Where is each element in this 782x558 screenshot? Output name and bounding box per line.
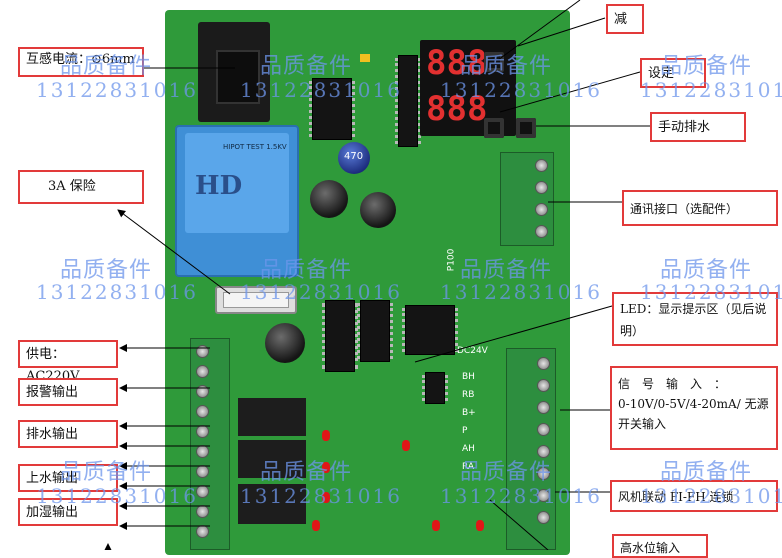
led [402,440,410,451]
display-digits: 888 [426,43,488,83]
signal-input-line: 信 号 输 入 ： [618,377,727,391]
pin-label: BH [462,372,475,382]
manual-drain-button[interactable] [516,118,536,138]
led [322,492,330,503]
high-level-label: 高水位输入 [612,534,708,558]
capacitor: 470 [338,142,370,174]
capacitor [310,180,348,218]
led [312,520,320,531]
pin-label: RA [462,462,475,472]
capacitor [360,192,396,228]
comm-port-label: 通讯接口（选配件） [622,190,778,226]
transformer-text: HIPOT TEST 1.5KV [223,143,287,151]
pin-label: RB [462,390,475,400]
cap-label: 470 [344,151,364,162]
led [322,462,330,473]
current-transformer [198,22,270,122]
led-area-label: LED：显示提示区（见后说明） [612,292,778,346]
pin-label: P [462,426,468,436]
display-digits: 888 [426,89,488,129]
voltage-regulator [309,78,355,140]
decrease-label: 减 [606,4,644,34]
alarm-output-label: 报警输出 [18,378,118,406]
signal-terminal-block [506,348,556,550]
pin-label: B+ [462,408,476,418]
decrease-button[interactable] [484,52,504,72]
ic-chip [422,372,448,404]
relay [238,484,306,524]
dc24v-label: DC24V [457,346,488,356]
relay [238,440,306,478]
pin-label: AH [462,444,475,454]
signal-input-line: 0-10V/0-5V/4-20mA/ 无源开关输入 [618,397,769,431]
power-supply-label: 供电：AC220V [18,340,118,384]
comm-terminal-block [500,152,554,246]
fan-interlock-label: 风机联动 FI-FH 连锁 [610,480,778,512]
smd-led [360,54,370,62]
ct-current-label: 互感电流：⊙6mm [18,47,144,77]
manual-drain-label: 手动排水 [650,112,746,142]
led [322,430,330,441]
setting-label: 设定 [640,58,706,88]
fuse [215,286,297,314]
ic-chip [357,300,393,362]
led [432,520,440,531]
drain-output-label: 排水输出 [18,420,118,448]
led [476,520,484,531]
relay [238,398,306,436]
humidify-output-label: 加湿输出 [18,498,118,526]
fill-output-label: 上水输出 [18,464,118,492]
signal-input-label: 信 号 输 入 ： 0-10V/0-5V/4-20mA/ 无源开关输入 [610,366,778,450]
microcontroller [402,305,458,355]
resistor-array [395,55,421,147]
fuse-label: 3A 保险 [18,170,144,204]
setting-button[interactable] [484,118,504,138]
power-transformer: HIPOT TEST 1.5KV HD [175,125,299,277]
capacitor [265,323,305,363]
ic-chip [322,300,358,372]
